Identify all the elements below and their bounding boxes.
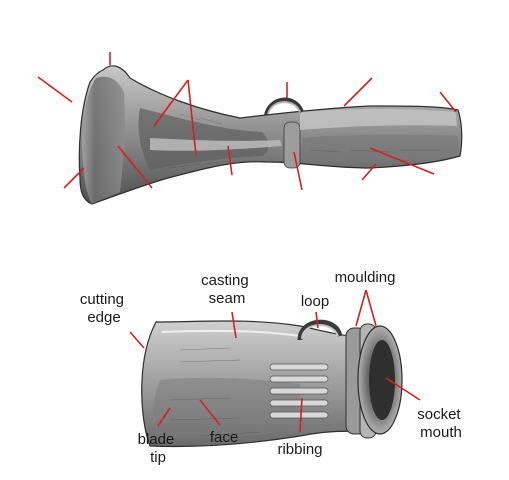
leader-cutting-edge-top: [38, 77, 72, 102]
stop-shape: [284, 122, 300, 168]
leader-cutting-edge-bottom: [130, 332, 144, 348]
label-loop-bottom: loop: [301, 293, 329, 310]
socketed-axe: [142, 321, 402, 447]
label-ribbing: ribbing: [277, 441, 322, 458]
blade-facet-shape: [82, 77, 125, 204]
label-moulding: moulding: [335, 269, 396, 286]
leader-flange: [344, 78, 372, 106]
label-cutting-edge-bottom: cutting edge: [80, 291, 128, 326]
palstave-axe: [79, 66, 461, 204]
label-casting-seam: casting seam: [201, 272, 253, 307]
label-blade-tip-bottom: blade tip: [138, 431, 179, 466]
leader-moulding-a: [356, 290, 366, 326]
label-socket-mouth: socket mouth: [417, 406, 465, 441]
leader-moulding-b: [366, 290, 376, 326]
label-face: face: [210, 429, 238, 446]
